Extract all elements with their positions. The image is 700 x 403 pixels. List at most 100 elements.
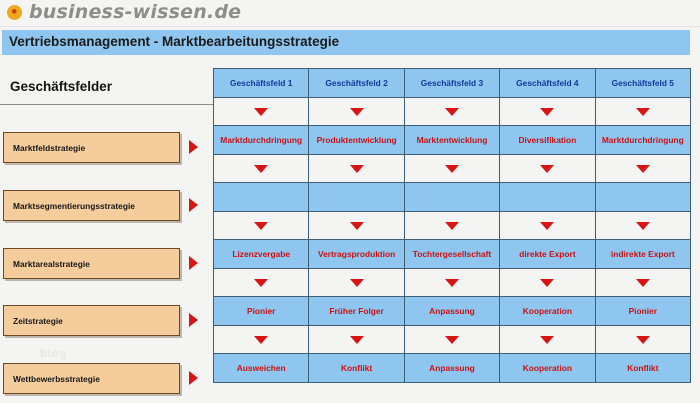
matrix-cell: Marktdurchdringung xyxy=(594,125,692,155)
strategy-label-zeitstrategie: Zeitstrategie xyxy=(3,305,180,336)
matrix-header-row: Geschäftsfeld 1 Geschäftsfeld 2 Geschäft… xyxy=(212,68,692,98)
heading-divider xyxy=(0,104,213,105)
column-header-geschaeftsfeld-5: Geschäftsfeld 5 xyxy=(594,68,692,98)
matrix-cell: Anpassung xyxy=(403,296,501,326)
arrow-down-icon xyxy=(349,278,364,287)
strategy-label-marktsegmentierungsstrategie: Marktsegmentierungsstrategie xyxy=(3,190,180,221)
strategy-label-text: Marktsegmentierungsstrategie xyxy=(13,200,135,211)
arrow-right-icon xyxy=(189,256,198,270)
arrow-cell xyxy=(499,97,596,126)
matrix-arrow-row xyxy=(212,325,692,354)
arrow-down-icon xyxy=(349,335,364,344)
matrix-row-marktfeldstrategie: Marktdurchdringung Produktentwicklung Ma… xyxy=(212,125,692,155)
page-title-bar: Vertriebsmanagement - Marktbearbeitungss… xyxy=(2,30,690,55)
matrix-row-wettbewerbsstrategie: Ausweichen Konflikt Anpassung Kooperatio… xyxy=(212,353,692,383)
matrix-cell: Früher Folger xyxy=(308,296,405,326)
arrow-down-icon xyxy=(635,221,650,230)
strategy-label-text: Marktfeldstrategie xyxy=(13,142,86,153)
arrow-cell xyxy=(403,97,501,126)
matrix-cell: Marktentwicklung xyxy=(403,125,501,155)
arrow-down-icon xyxy=(635,278,650,287)
arrow-down-icon xyxy=(254,164,269,173)
arrow-down-icon xyxy=(444,335,459,344)
matrix-cell: Marktdurchdringung xyxy=(212,125,310,155)
arrow-cell xyxy=(499,268,596,297)
matrix-cell: Lizenzvergabe xyxy=(212,239,310,269)
matrix-row-marktarealstrategie: Lizenzvergabe Vertragsproduktion Tochter… xyxy=(212,239,692,269)
strategy-label-marktfeldstrategie: Marktfeldstrategie xyxy=(3,132,180,163)
brand-wordmark: business-wissen.de xyxy=(29,1,242,23)
matrix-cell: Tochtergesellschaft xyxy=(403,239,501,269)
arrow-cell xyxy=(212,97,310,126)
arrow-cell xyxy=(308,97,405,126)
matrix-cell: Vertragsproduktion xyxy=(308,239,405,269)
matrix-arrow-row xyxy=(212,268,692,297)
arrow-right-icon xyxy=(189,140,198,154)
matrix-arrow-row xyxy=(212,211,692,240)
matrix-row-zeitstrategie: Pionier Früher Folger Anpassung Kooperat… xyxy=(212,296,692,326)
arrow-right-icon xyxy=(189,313,198,327)
arrow-cell xyxy=(499,325,596,354)
arrow-down-icon xyxy=(540,107,555,116)
arrow-right-icon xyxy=(189,371,198,385)
matrix-cell xyxy=(212,182,310,212)
matrix-cell xyxy=(308,182,405,212)
matrix-cell: Diversifikation xyxy=(499,125,596,155)
matrix-arrow-row xyxy=(212,154,692,183)
matrix-cell: Kooperation xyxy=(499,353,596,383)
matrix-cell: Pionier xyxy=(594,296,692,326)
orange-dot-logo-icon xyxy=(7,5,22,20)
matrix-cell: Ausweichen xyxy=(212,353,310,383)
arrow-down-icon xyxy=(540,164,555,173)
matrix-cell xyxy=(403,182,501,212)
arrow-down-icon xyxy=(540,278,555,287)
strategy-label-marktarealstrategie: Marktarealstrategie xyxy=(3,248,180,279)
arrow-down-icon xyxy=(444,278,459,287)
arrow-cell xyxy=(594,211,692,240)
column-header-geschaeftsfeld-4: Geschäftsfeld 4 xyxy=(499,68,596,98)
arrow-down-icon xyxy=(349,221,364,230)
arrow-cell xyxy=(403,154,501,183)
strategy-label-text: Marktarealstrategie xyxy=(13,258,90,269)
arrow-cell xyxy=(212,325,310,354)
arrow-down-icon xyxy=(254,221,269,230)
matrix-cell: Konflikt xyxy=(308,353,405,383)
brand-divider xyxy=(0,26,700,27)
matrix-cell xyxy=(594,182,692,212)
arrow-cell xyxy=(499,211,596,240)
column-header-geschaeftsfeld-3: Geschäftsfeld 3 xyxy=(403,68,501,98)
arrow-down-icon xyxy=(254,278,269,287)
matrix-cell: Anpassung xyxy=(403,353,501,383)
arrow-cell xyxy=(594,154,692,183)
arrow-down-icon xyxy=(540,221,555,230)
arrow-cell xyxy=(308,211,405,240)
matrix-cell: Pionier xyxy=(212,296,310,326)
strategy-label-text: Zeitstrategie xyxy=(13,315,63,326)
matrix-cell: indirekte Export xyxy=(594,239,692,269)
arrow-down-icon xyxy=(635,335,650,344)
arrow-cell xyxy=(403,211,501,240)
brand-bar: business-wissen.de xyxy=(0,0,700,27)
arrow-cell xyxy=(308,154,405,183)
arrow-cell xyxy=(403,325,501,354)
arrow-cell xyxy=(308,325,405,354)
blog-watermark: blog xyxy=(40,348,68,360)
arrow-cell xyxy=(308,268,405,297)
arrow-cell xyxy=(403,268,501,297)
arrow-down-icon xyxy=(444,221,459,230)
arrow-down-icon xyxy=(635,107,650,116)
section-heading: Geschäftsfelder xyxy=(10,79,113,94)
strategy-label-wettbewerbsstrategie: Wettbewerbsstrategie xyxy=(3,363,180,394)
arrow-down-icon xyxy=(254,107,269,116)
arrow-cell xyxy=(212,154,310,183)
column-header-geschaeftsfeld-2: Geschäftsfeld 2 xyxy=(308,68,405,98)
strategy-matrix: Geschäftsfeld 1 Geschäftsfeld 2 Geschäft… xyxy=(212,68,692,383)
column-header-geschaeftsfeld-1: Geschäftsfeld 1 xyxy=(212,68,310,98)
strategy-label-text: Wettbewerbsstrategie xyxy=(13,373,100,384)
arrow-down-icon xyxy=(540,335,555,344)
matrix-cell: direkte Export xyxy=(499,239,596,269)
arrow-down-icon xyxy=(349,164,364,173)
matrix-cell: Kooperation xyxy=(499,296,596,326)
arrow-cell xyxy=(212,268,310,297)
arrow-down-icon xyxy=(444,107,459,116)
